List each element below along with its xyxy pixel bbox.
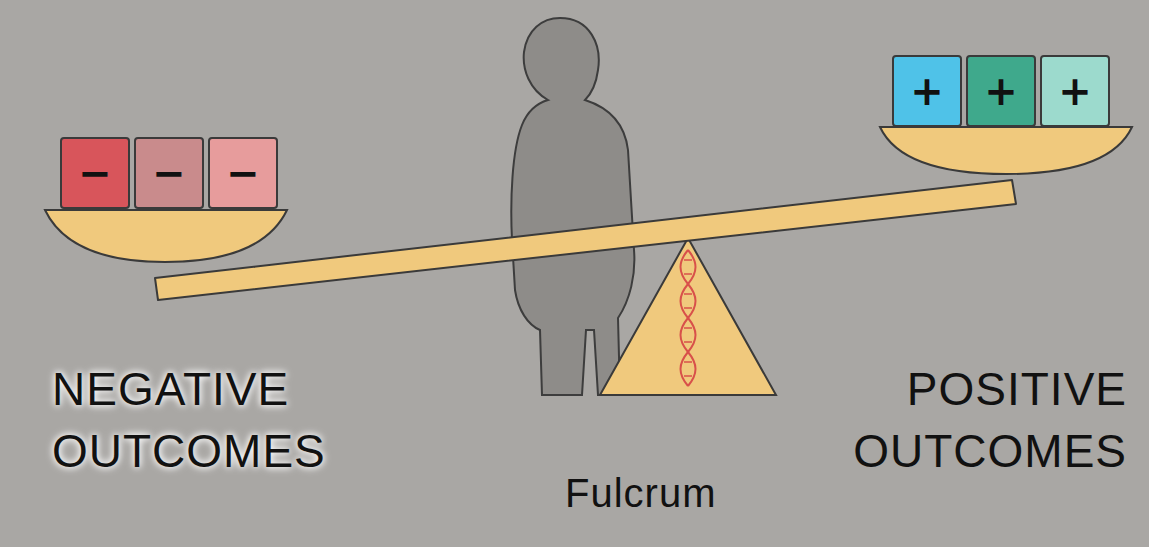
person-silhouette xyxy=(511,18,634,395)
fulcrum-label: Fulcrum xyxy=(565,468,805,518)
sign-symbol: + xyxy=(910,71,944,111)
dna-helix xyxy=(681,250,696,386)
outcome-heading: NEGATIVE OUTCOMES xyxy=(52,358,362,482)
negative-block: − xyxy=(208,137,278,209)
right-pan xyxy=(880,127,1132,174)
fulcrum-triangle xyxy=(600,238,776,395)
dna-rungs xyxy=(684,260,692,376)
negative-block: − xyxy=(60,137,130,209)
sign-symbol: − xyxy=(226,153,260,193)
positive-block: + xyxy=(966,55,1036,127)
sign-symbol: − xyxy=(78,153,112,193)
positive-block: + xyxy=(1040,55,1110,127)
sign-symbol: − xyxy=(152,153,186,193)
negative-block: − xyxy=(134,137,204,209)
sign-symbol: + xyxy=(984,71,1018,111)
dna-helix xyxy=(681,250,696,386)
seesaw-beam xyxy=(155,180,1016,300)
positive-block: + xyxy=(892,55,962,127)
left-pan xyxy=(45,210,287,262)
outcome-heading: POSITIVE OUTCOMES xyxy=(807,358,1127,482)
sign-symbol: + xyxy=(1058,71,1092,111)
